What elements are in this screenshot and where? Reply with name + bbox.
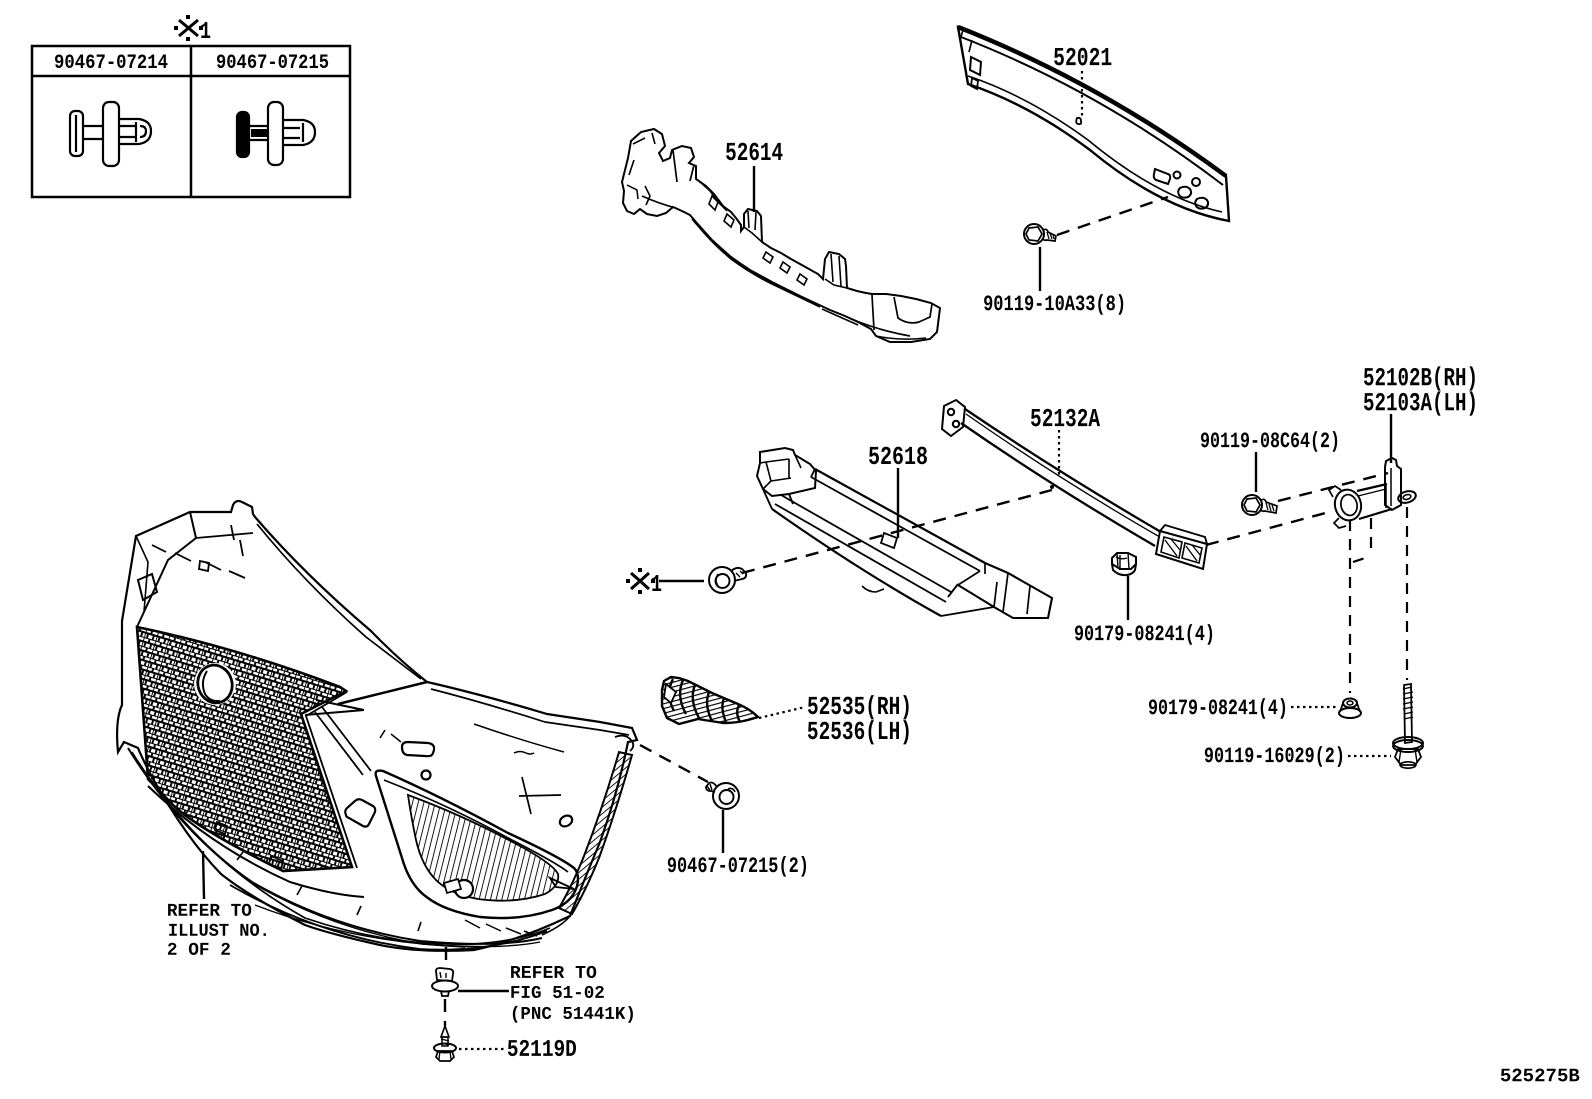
svg-text:52021: 52021 <box>1053 43 1112 73</box>
svg-text:52132A: 52132A <box>1030 404 1100 434</box>
svg-text:90179-08241(4): 90179-08241(4) <box>1148 696 1288 721</box>
svg-text:90119-08C64(2): 90119-08C64(2) <box>1200 429 1340 454</box>
svg-text:525275B: 525275B <box>1500 1065 1580 1087</box>
svg-text:90179-08241(4): 90179-08241(4) <box>1074 622 1215 647</box>
svg-text:90467-07215: 90467-07215 <box>216 52 329 75</box>
svg-text:90119-16029(2): 90119-16029(2) <box>1204 744 1345 769</box>
svg-text:52102B(RH): 52102B(RH) <box>1363 363 1478 393</box>
svg-text:FIG 51-02: FIG 51-02 <box>510 984 605 1004</box>
svg-text:1: 1 <box>200 19 211 46</box>
svg-text:52536(LH): 52536(LH) <box>807 717 912 747</box>
svg-text:52119D: 52119D <box>507 1037 577 1064</box>
svg-text:90467-07214: 90467-07214 <box>54 52 168 75</box>
svg-text:90467-07215(2): 90467-07215(2) <box>667 854 809 879</box>
svg-text:52103A(LH): 52103A(LH) <box>1363 388 1478 418</box>
svg-text:52618: 52618 <box>868 442 928 472</box>
svg-text:(PNC 51441K): (PNC 51441K) <box>510 1005 636 1025</box>
svg-text:REFER TO: REFER TO <box>167 902 252 922</box>
svg-text:ILLUST NO.: ILLUST NO. <box>168 922 270 942</box>
svg-text:2 OF 2: 2 OF 2 <box>167 941 231 961</box>
svg-text:52535(RH): 52535(RH) <box>807 692 912 722</box>
svg-text:52614: 52614 <box>725 138 783 168</box>
svg-text:1: 1 <box>651 572 662 599</box>
svg-text:REFER TO: REFER TO <box>510 964 597 984</box>
svg-text:90119-10A33(8): 90119-10A33(8) <box>983 292 1126 317</box>
